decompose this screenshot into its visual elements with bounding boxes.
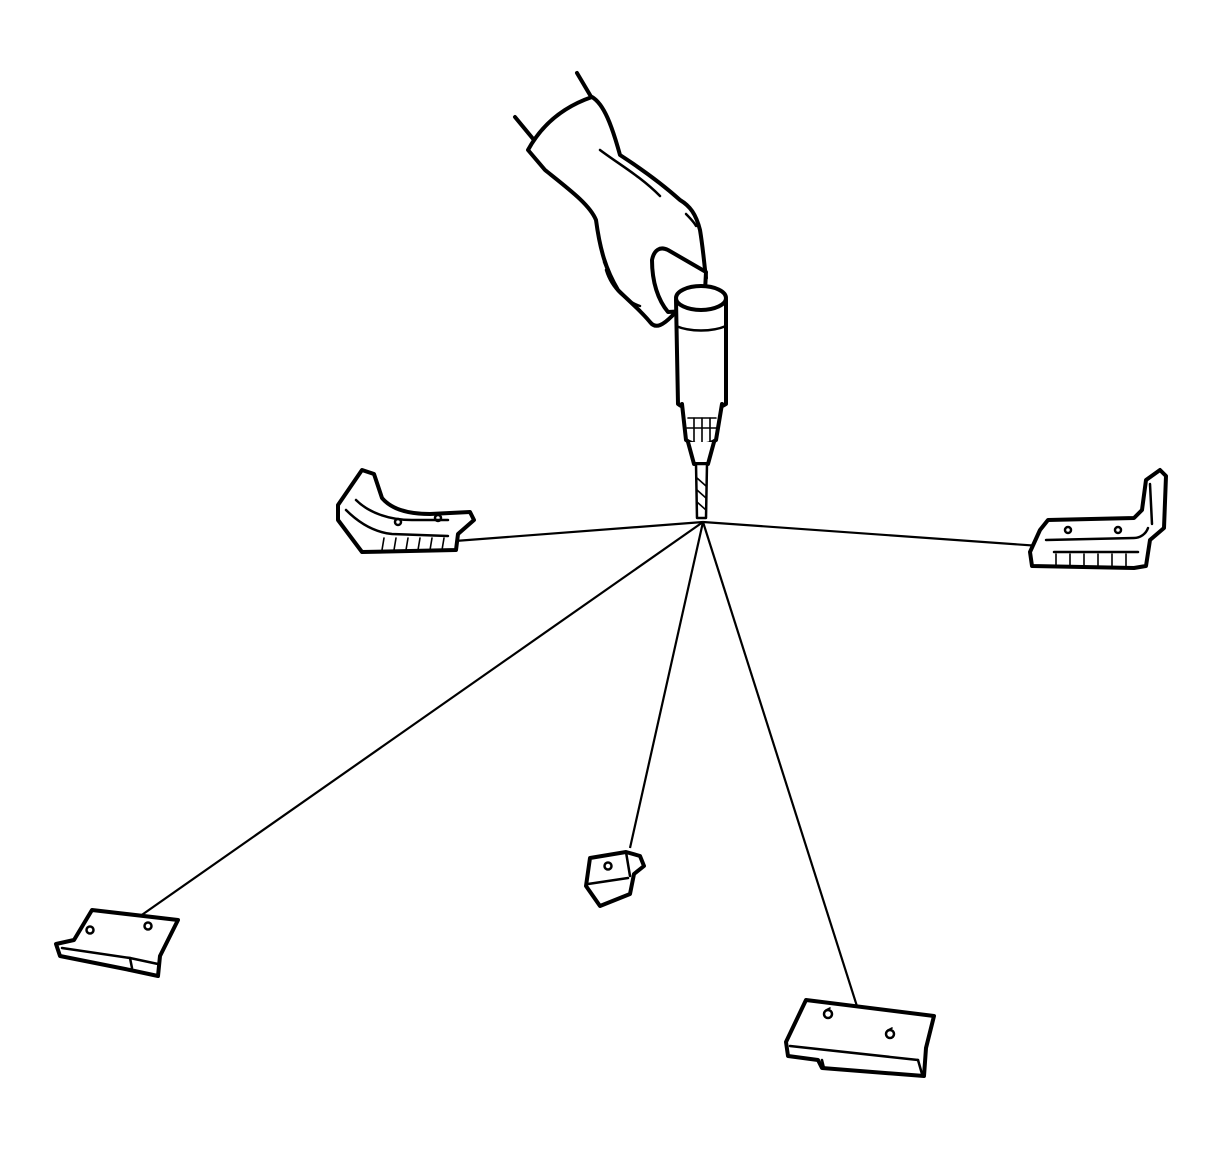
bracket-icon (336, 468, 476, 554)
bracket-lower-left (54, 908, 180, 978)
bracket-icon (784, 998, 936, 1078)
leader-lines (125, 520, 1041, 1023)
bracket-icon (54, 908, 180, 978)
bracket-left (336, 468, 476, 554)
bracket-lower-right (784, 998, 936, 1078)
leader-line-bracket-right (702, 520, 1041, 548)
leader-line-bracket-lower-right (701, 521, 864, 1023)
leader-line-bracket-lower-left (125, 521, 704, 927)
leader-line-bracket-left (454, 520, 704, 543)
bracket-icon (1028, 468, 1168, 570)
drill-icon (650, 246, 728, 520)
bracket-right (1028, 468, 1168, 570)
bracket-small-center (584, 850, 646, 908)
leader-line-bracket-small-center (628, 521, 705, 849)
